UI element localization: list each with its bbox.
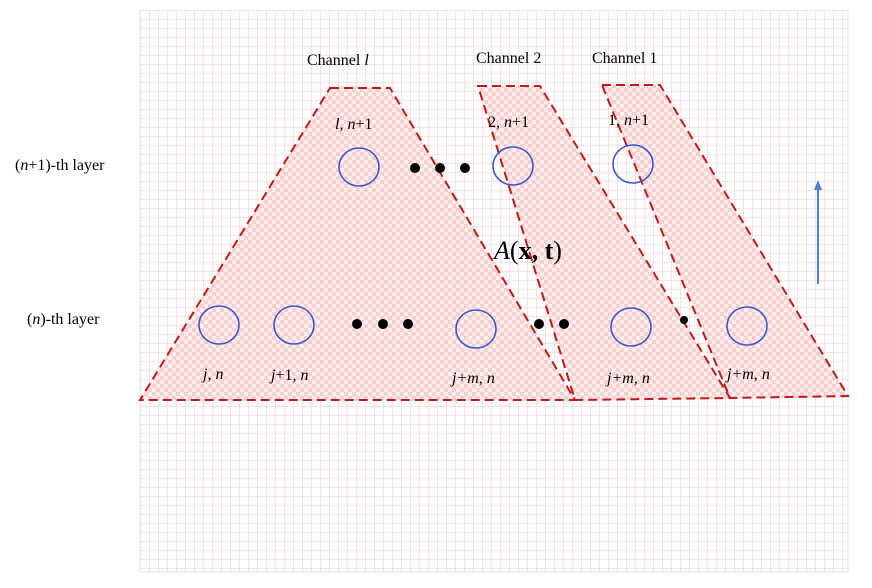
layer-label-top: (n+1)-th layer: [15, 157, 105, 174]
node-label-jm-n-3: j+m, n: [727, 366, 770, 383]
dot: [559, 319, 569, 329]
dot: [680, 316, 688, 324]
node-j-n: [198, 305, 240, 345]
node-label-j1-n: j+1, n: [271, 367, 309, 384]
dot: [352, 319, 362, 329]
channel-l-label: Channel l: [307, 52, 369, 69]
channel-1-outline: [600, 84, 850, 400]
node-label-jm-n-1: j+m, n: [452, 370, 495, 387]
ellipsis-dots: [352, 163, 688, 329]
node-label-2-n1: 2, n+1: [488, 114, 530, 131]
node-jm-n-1: [455, 309, 497, 349]
dot: [534, 319, 544, 329]
node-jm-n-3: [726, 306, 768, 346]
node-l-n1: [338, 147, 380, 187]
node-circles: [198, 144, 768, 349]
channel-outlines: [138, 84, 850, 402]
channel-2-label: Channel 2: [476, 50, 542, 67]
dot: [460, 163, 470, 173]
dot: [435, 163, 445, 173]
dot: [378, 319, 388, 329]
channel-regions: [140, 85, 848, 400]
node-label-l-n1: l, n+1: [335, 116, 373, 133]
node-jm-n-2: [610, 307, 652, 347]
dot: [403, 319, 413, 329]
node-j1-n: [273, 305, 315, 345]
node-2-n1: [492, 146, 534, 186]
background-grid-blue: [139, 10, 849, 573]
node-1-n1: [612, 144, 654, 184]
node-label-jm-n-2: j+m, n: [607, 370, 650, 387]
layer-label-bottom: (n)-th layer: [27, 311, 100, 328]
function-label: A(x, t): [494, 236, 562, 265]
node-label-1-n1: 1, n+1: [608, 112, 650, 129]
dot: [410, 163, 420, 173]
up-arrow-icon: [814, 180, 822, 284]
node-label-j-n: j, n: [203, 366, 224, 383]
channel-1-label: Channel 1: [592, 50, 658, 67]
